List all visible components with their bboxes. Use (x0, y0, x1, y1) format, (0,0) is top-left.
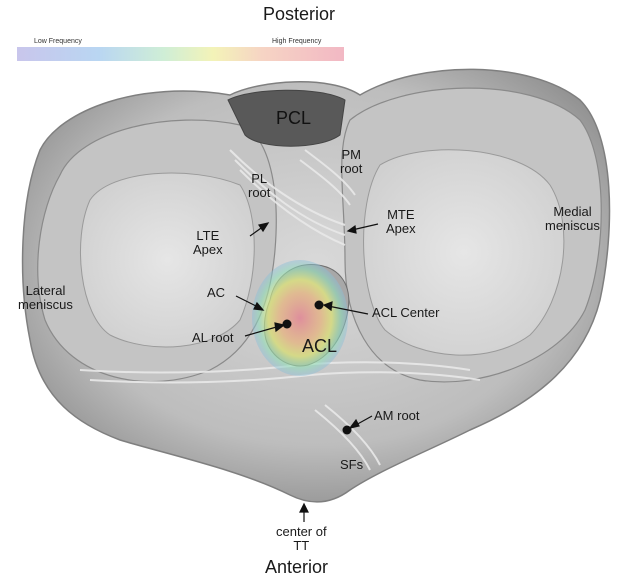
pm-root-label: PM root (340, 148, 362, 176)
mte-apex-label-line1: MTE (387, 207, 415, 222)
pm-root-label-line1: PM (341, 147, 361, 162)
pl-root-label-line2: root (248, 185, 271, 200)
pm-root-label-line2: root (340, 161, 363, 176)
medial-condyle (363, 149, 565, 356)
pl-root-label: PL root (248, 172, 270, 200)
center-of-tt-label-line1: center of (276, 524, 327, 539)
sfs-label: SFs (340, 457, 364, 472)
al-root-label: AL root (192, 330, 234, 345)
center-of-tt-label-line2: TT (293, 538, 310, 553)
medial-meniscus-label-line1: Medial (553, 204, 592, 219)
am-root-point (342, 425, 352, 435)
legend-low-label: Low Frequency (34, 38, 82, 45)
lateral-meniscus-label-line1: Lateral (25, 283, 66, 298)
posterior-title: Posterior (263, 4, 336, 24)
mte-apex-label: MTE Apex (386, 208, 416, 236)
pl-root-label-line1: PL (251, 171, 268, 186)
lateral-meniscus-label: Lateral meniscus (18, 284, 73, 312)
lateral-meniscus-label-line2: meniscus (18, 297, 73, 312)
am-root-label: AM root (374, 408, 420, 423)
medial-meniscus-label: Medial meniscus (545, 205, 600, 233)
acl-center-point (314, 300, 324, 310)
center-of-tt-label: center of TT (276, 525, 327, 553)
anterior-title: Anterior (265, 557, 329, 577)
acl-heatmap (252, 260, 348, 376)
lte-apex-label-line1: LTE (196, 228, 220, 243)
lte-apex-label-line2: Apex (193, 242, 223, 257)
mte-apex-label-line2: Apex (386, 221, 416, 236)
acl-label: ACL (302, 336, 338, 356)
medial-meniscus-label-line2: meniscus (545, 218, 600, 233)
legend-high-label: High Frequency (272, 38, 322, 45)
ac-label: AC (207, 285, 226, 300)
acl-center-label: ACL Center (372, 305, 440, 320)
frequency-legend-bar (17, 47, 344, 61)
lte-apex-label: LTE Apex (193, 229, 223, 257)
al-root-point (282, 319, 292, 329)
pcl-region (227, 89, 346, 147)
leader-arrows (235, 222, 379, 522)
lateral-condyle (80, 172, 255, 348)
pcl-label: PCL (276, 108, 312, 128)
